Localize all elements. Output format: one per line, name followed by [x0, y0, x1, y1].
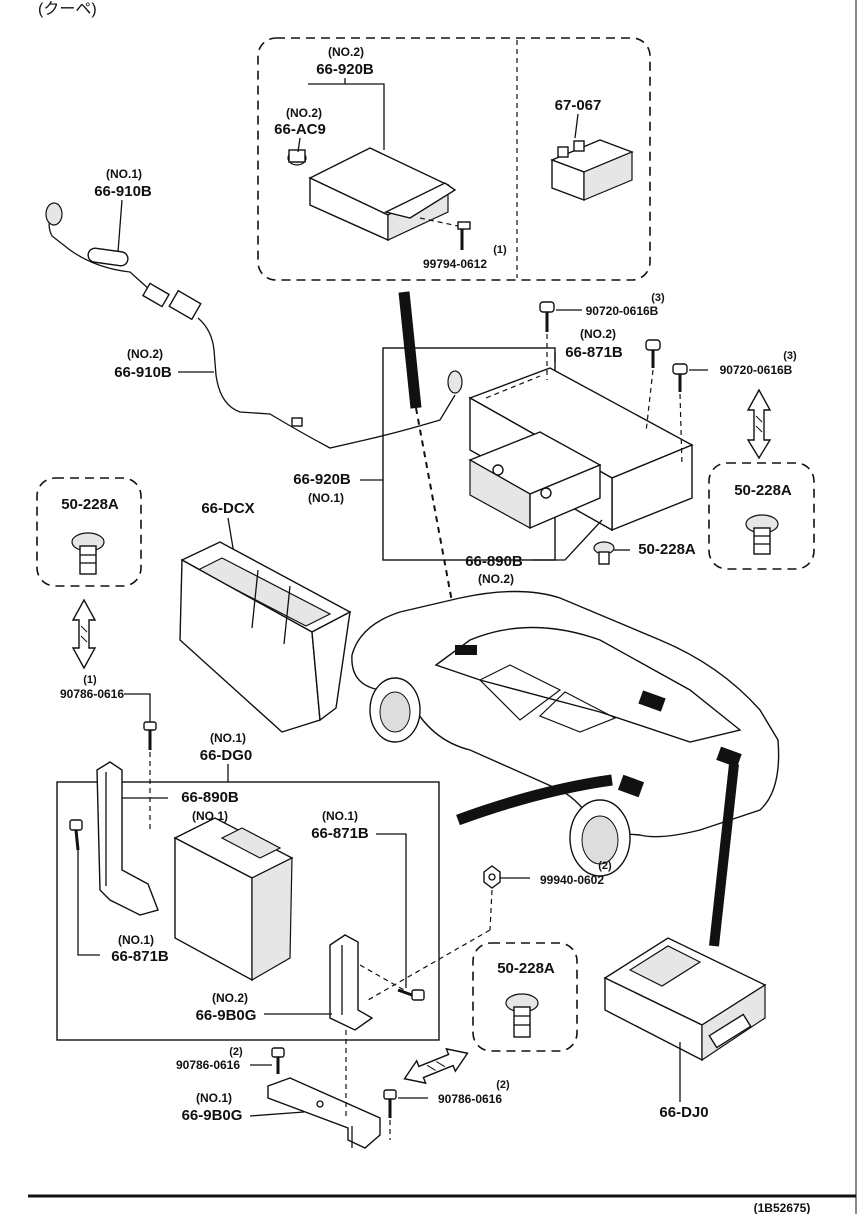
top-option-group-box [257, 37, 651, 281]
label-99794-0612: 99794-0612 [423, 257, 487, 271]
figure-id: (1B52675) [754, 1201, 811, 1214]
label-66-871b-no1-a-sub: (NO.1) [322, 809, 358, 823]
label-90720-0616b-b: 90720-0616B [720, 363, 793, 377]
label-66-871b-no2-sub: (NO.2) [580, 327, 616, 341]
lower-left-assembly-box [56, 781, 440, 1041]
connector-66-ac9[interactable] [287, 149, 307, 166]
pointer-car-to-left-group [456, 774, 613, 826]
clip-50-228a-left[interactable] [71, 532, 105, 575]
clip-box-left [36, 477, 142, 587]
label-66-890b-no2: 66-890B [465, 553, 523, 570]
label-66-890b-no1: 66-890B [181, 789, 239, 806]
label-90720-0616b-a: 90720-0616B [586, 304, 659, 318]
double-arrow-bottom [403, 1047, 469, 1085]
car-outline [351, 590, 780, 877]
label-90786-0616-b-qty: (2) [229, 1046, 243, 1058]
amplifier-66-dg0[interactable] [173, 817, 294, 982]
bolt-90720-0616b-b[interactable] [672, 363, 688, 392]
bracket-66-9b0g-no1[interactable] [267, 1077, 381, 1149]
label-66-910b-no2: 66-910B [114, 364, 172, 381]
label-66-dcx: 66-DCX [201, 500, 254, 517]
label-66-9b0g-no1: 66-9B0G [182, 1107, 243, 1124]
label-90720-0616b-b-qty: (3) [783, 350, 797, 362]
label-50-228a-topright: 50-228A [734, 482, 792, 499]
label-90786-0616-b: 90786-0616 [176, 1058, 240, 1072]
label-66-9b0g-no2: 66-9B0G [196, 1007, 257, 1024]
unit-66-dj0[interactable] [603, 937, 767, 1062]
label-66-920b-no2-sub: (NO.2) [328, 45, 364, 59]
module-66-920b-no1[interactable] [468, 431, 602, 530]
bracket-66-890b-no1[interactable] [96, 761, 159, 916]
label-66-920b-no1-sub: (NO.1) [308, 491, 344, 505]
bolt-66-871b-no1-right[interactable] [397, 988, 425, 1001]
label-66-871b-no1-a: 66-871B [311, 825, 369, 842]
label-66-910b-no1-sub: (NO.1) [106, 167, 142, 181]
pointer-car-to-66-dj0 [709, 763, 739, 947]
label-66-920b-no2: 66-920B [316, 61, 374, 78]
label-66-910b-no1: 66-910B [94, 183, 152, 200]
label-66-920b-no1: 66-920B [293, 471, 351, 488]
label-67-067: 67-067 [555, 97, 602, 114]
bolt-90786-0616-a[interactable] [143, 721, 157, 750]
double-arrow-right [746, 388, 772, 460]
cable-66-910b-no1[interactable] [45, 202, 170, 308]
label-90720-0616b-a-qty: (3) [651, 292, 665, 304]
label-50-228a-clip: 50-228A [638, 541, 696, 558]
label-66-ac9: 66-AC9 [274, 121, 326, 138]
bolt-90786-0616-b[interactable] [271, 1047, 285, 1074]
label-90786-0616-c: 90786-0616 [438, 1092, 502, 1106]
cable-66-910b-no2[interactable] [168, 289, 463, 449]
relay-67-067[interactable] [550, 139, 634, 202]
clip-50-228a-bottom[interactable] [505, 993, 539, 1038]
label-99794-0612-qty: (1) [493, 244, 507, 256]
module-66-920b-no2[interactable] [308, 147, 457, 242]
label-66-dj0: 66-DJ0 [659, 1104, 708, 1121]
bolt-66-871b-no1-left[interactable] [69, 819, 83, 851]
label-66-910b-no2-sub: (NO.2) [127, 347, 163, 361]
label-90786-0616-c-qty: (2) [496, 1079, 510, 1091]
label-90786-0616-a: 90786-0616 [60, 687, 124, 701]
bolt-90720-0616b-a[interactable] [539, 301, 555, 332]
cover-66-dcx[interactable] [179, 541, 352, 733]
label-90786-0616-a-qty: (1) [83, 674, 97, 686]
clip-box-bottom [472, 942, 578, 1052]
label-66-871b-no2: 66-871B [565, 344, 623, 361]
clip-50-228a-center[interactable] [593, 541, 615, 565]
label-66-dg0: 66-DG0 [200, 747, 253, 764]
header-note: (クーペ) [38, 0, 97, 18]
bracket-66-9b0g-no2[interactable] [329, 934, 374, 1031]
pointer-top-to-car [398, 291, 422, 409]
bolt-90786-0616-c[interactable] [383, 1089, 397, 1118]
bolt-99794-0612[interactable] [457, 221, 471, 250]
label-50-228a-topleft: 50-228A [61, 496, 119, 513]
bolt-66-871b-no2-side[interactable] [645, 339, 661, 368]
label-66-871b-no1-b-sub: (NO.1) [118, 933, 154, 947]
label-99940-0602-qty: (2) [598, 860, 612, 872]
nut-99940-0602[interactable] [483, 865, 501, 889]
label-66-871b-no1-b: 66-871B [111, 948, 169, 965]
label-99940-0602: 99940-0602 [540, 873, 604, 887]
double-arrow-left [71, 598, 97, 670]
clip-box-right [708, 462, 815, 570]
label-66-dg0-sub: (NO.1) [210, 731, 246, 745]
label-66-9b0g-no2-sub: (NO.2) [212, 991, 248, 1005]
label-66-890b-no2-sub: (NO.2) [478, 572, 514, 586]
label-66-9b0g-no1-sub: (NO.1) [196, 1091, 232, 1105]
label-50-228a-bottom: 50-228A [497, 960, 555, 977]
label-66-ac9-sub: (NO.2) [286, 106, 322, 120]
clip-50-228a-right[interactable] [745, 514, 779, 555]
